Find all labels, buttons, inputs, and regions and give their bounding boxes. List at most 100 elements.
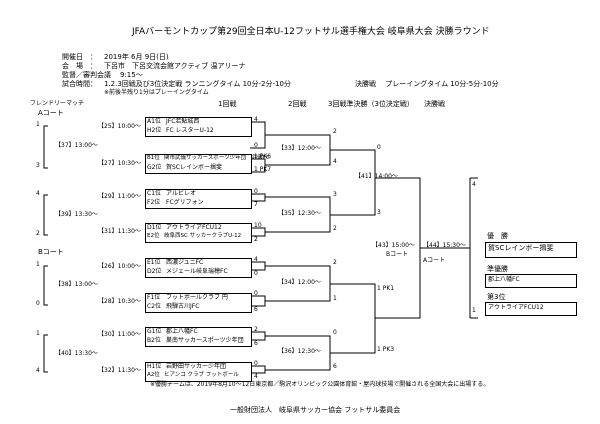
third-box [485,302,577,316]
team-seed: H1位 [147,363,162,370]
round-friendly: フレンドリーマッチ [30,100,85,107]
score: 2 [333,259,337,266]
third-label: 第3位 [487,293,506,301]
team-seed: G1位 [147,328,162,335]
score: 2 [254,326,258,333]
match-label: 【32】11:30～ [98,367,141,374]
score: 4 [254,373,258,380]
score: 3 [333,191,337,198]
team-name: 賀SCレインボー揖斐 [166,164,222,171]
team-seed: G2位 [147,164,162,171]
friendly-score: 1 [36,261,40,268]
score: 6 [333,363,337,370]
page-title: JFAバーモントカップ第29回全日本U-12フットサル選手権大会 岐阜県大会 決… [132,27,490,37]
match-label: 【34】12:00～ [278,279,321,286]
friendly-score: 2 [36,230,40,237]
match-label: 【27】10:30～ [98,160,141,167]
score: 2 [333,225,337,232]
match-label: 【25】10:00～ [98,123,141,130]
court-a-label: Aコート [38,109,64,117]
team-name: 岐阜西SC サッカークラブU-12 [164,233,242,239]
score: 6 [254,306,258,313]
friendly-match-label: 【37】13:00～ [55,142,98,149]
round-3: 3回戦準決勝（3位決定戦） [328,100,414,108]
score: 10 [254,222,262,229]
time-final: 決勝戦 プレーイングタイム 10分-5分-10分 [355,80,499,88]
friendly-score: 0 [36,300,40,307]
team-box-group-c2 [145,293,252,313]
score: 0 [254,290,258,297]
date-label: 開催日 ： [62,53,97,61]
team-seed: B2位 [147,337,161,344]
team-seed: D1位 [147,224,162,231]
team-name: メジェール岐阜瑞穂FC [166,268,228,275]
team-seed: C1位 [147,190,162,197]
score: 4 [254,116,258,123]
team-box-group-a2 [145,154,252,174]
friendly-match-label: 【40】13:30～ [55,350,98,357]
score: 2 [333,128,337,135]
third-name: アウトライアFCU12 [488,304,544,311]
court-label: Bコート [386,251,409,258]
time-note: ※前後半残り1分はプレーイングタイム [104,89,209,96]
score: 0 [333,329,337,336]
score: 0 [254,188,258,195]
court-label: Aコート [423,257,446,264]
score: 1 [472,307,476,314]
team-seed: D2位 [147,268,162,275]
team-box-group-d2 [145,362,252,382]
friendly-score: 4 [36,190,40,197]
team-name: 巣南サッカースポーツ少年団 [166,337,244,344]
score: 4 [254,256,258,263]
match-label: 【30】11:00～ [98,331,141,338]
team-box-group-b2 [145,223,252,243]
team-name: JFC若鮎城西 [166,118,200,125]
score: 6 [254,340,258,347]
score: 7 [254,201,258,208]
score: 0 [254,360,258,367]
court-b-label: Bコート [38,248,64,256]
team-seed: B1位 [147,155,160,161]
friendly-score: 1 [36,121,40,128]
runner-name: 郡上八幡FC [488,276,520,283]
friendly-match-label: 【39】13:30～ [55,211,98,218]
score: 0 [377,144,381,151]
round-1: 1回戦 [218,100,237,108]
team-seed: F1位 [147,294,161,301]
score: 1 PK6 [254,153,272,160]
round-2: 2回戦 [288,100,307,108]
time-label: 試合時間： [62,80,97,88]
runner-label: 準優勝 [487,265,508,273]
team-seed: A1位 [147,118,161,125]
team-box-group-b1 [145,189,252,209]
match-label: 【33】12:00～ [278,145,321,152]
match-label: 【36】12:30～ [278,348,321,355]
team-box-group-c1 [145,258,252,278]
friendly-score: 1 [36,330,40,337]
team-seed: A2位 [147,372,160,378]
friendly-match-label: 【38】13:00～ [55,281,98,288]
venue-value: 下呂市 下呂交流会館アクティブ 温アリーナ [104,62,246,70]
team-box-group-d1 [145,327,252,347]
team-name: ヒアンコ クラブ フットボール [164,372,239,378]
match-label: 【26】10:00～ [98,263,141,270]
note: ※優勝チームは、2019年8月10～12日東京都／駒沢オリンピック公園体育館・屋… [150,381,490,388]
team-seed: E2位 [147,233,160,239]
match-label: 【29】11:00～ [98,193,141,200]
friendly-score: 4 [36,367,40,374]
match-label: 【43】15:00～ [372,242,415,249]
friendly-score: 3 [36,162,40,169]
score: 4 [472,181,476,188]
champion-name: 賀SCレインボー揖斐 [488,244,554,252]
team-name: 西濃ジュニFC [166,259,204,266]
team-name: アウトライアFCU12 [166,224,222,231]
team-name: FCグリフォン [166,199,204,206]
team-seed: F2位 [147,199,161,206]
score: 1 [333,295,337,302]
team-seed: C2位 [147,303,162,310]
score: 0 [254,142,258,149]
score: 1 PK3 [377,346,395,353]
score: 0 [254,270,258,277]
champion-box [485,242,577,258]
